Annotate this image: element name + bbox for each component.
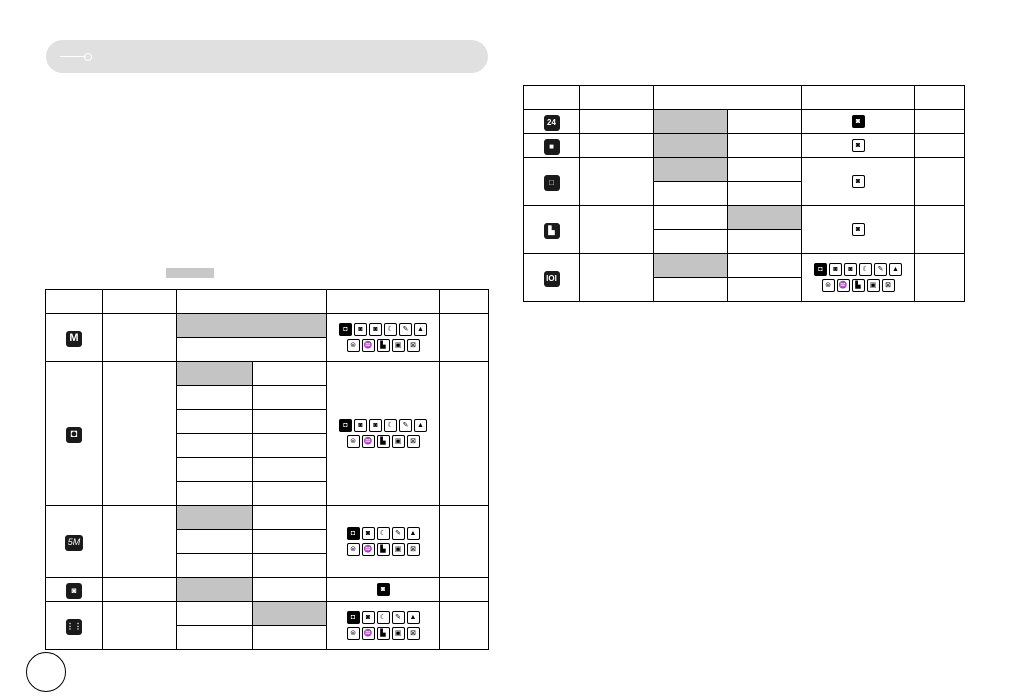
landscape-icon: ▲ [406, 611, 420, 624]
firework-icon: ▣ [391, 543, 405, 556]
square-mode-icon: ■ [543, 139, 560, 155]
table-row: ▙ ◙ [523, 205, 965, 254]
portrait-icon: ⊜ [346, 339, 360, 352]
camera-icon: ◘ [339, 323, 352, 336]
portrait-icon: ⊜ [821, 279, 835, 292]
table-row [523, 85, 965, 110]
night-icon: ☾ [384, 323, 397, 336]
pen-icon: ✎ [391, 611, 405, 624]
firework-icon: ▣ [391, 435, 405, 448]
table-row [524, 277, 965, 302]
beach-icon: ♒ [361, 339, 375, 352]
night-icon: ☾ [859, 263, 872, 276]
smart-camera-icon: ◙ [851, 222, 865, 236]
pen-icon: ✎ [399, 419, 412, 432]
camera-icon: ◘ [814, 263, 827, 276]
box-mode-icon: □ [543, 175, 560, 191]
landscape-icon: ▲ [414, 323, 427, 336]
portrait-icon: ⊜ [346, 435, 360, 448]
camera-icon: ◘ [339, 419, 352, 432]
pen-icon: ✎ [874, 263, 887, 276]
table-row: ■ ◙ [523, 133, 965, 158]
pen-icon: ✎ [391, 527, 405, 540]
scene-icons-cell: ◘◙☾✎▲ ⊜♒▙▣⊠ [326, 505, 440, 578]
scene-icons-cell: ◘◙◙☾✎▲ ⊜♒▙▣⊠ [326, 313, 440, 362]
camera-mode-icon: ◘ [66, 426, 82, 443]
table-row [46, 433, 489, 458]
camera-icon: ◘ [346, 611, 360, 624]
night-icon: ☾ [376, 527, 390, 540]
table-row [46, 529, 489, 554]
backlight-icon: ⊠ [406, 627, 420, 640]
scene-icons-cell: ◘◙◙☾✎▲ ⊜♒▙▣⊠ [801, 253, 915, 302]
table-row: □ ◙ [523, 157, 965, 206]
movie-icon: ◙ [376, 582, 390, 596]
table-row [46, 625, 489, 650]
header-line [60, 56, 86, 57]
portrait-icon: ⊜ [346, 627, 360, 640]
landscape-icon: ▲ [889, 263, 902, 276]
movie-icon: ◙ [369, 419, 382, 432]
beach-icon: ♒ [361, 543, 375, 556]
text-icon: ▙ [376, 435, 390, 448]
movie-icon: ◙ [369, 323, 382, 336]
table-row [45, 289, 489, 314]
table-row [46, 553, 489, 578]
smart-camera-icon: ◙ [354, 419, 367, 432]
text-icon: ▙ [376, 543, 390, 556]
night-icon: ☾ [384, 419, 397, 432]
right-table: 24 ◙ ■ ◙ □ ◙ ▙ ◙ IOI ◘◙◙☾✎▲ [523, 85, 965, 302]
landscape-icon: ▲ [406, 527, 420, 540]
backlight-icon: ⊠ [406, 543, 420, 556]
frame-24-icon: 24 [543, 115, 560, 131]
manual-mode-icon: M [66, 330, 82, 347]
section-header-bar [46, 40, 488, 73]
ioi-mode-icon: IOI [543, 271, 560, 287]
firework-icon: ▣ [866, 279, 880, 292]
smart-camera-icon: ◙ [354, 323, 367, 336]
smart-camera-icon: ◙ [851, 138, 865, 152]
backlight-icon: ⊠ [406, 435, 420, 448]
table-row: IOI ◘◙◙☾✎▲ ⊜♒▙▣⊠ [523, 253, 965, 302]
movie-icon: ◙ [844, 263, 857, 276]
size-5m-icon: 5M [65, 534, 83, 551]
beach-icon: ♒ [836, 279, 850, 292]
movie-mode-icon: ◙ [66, 583, 82, 599]
firework-icon: ▣ [391, 627, 405, 640]
smart-camera-icon: ◙ [851, 174, 865, 188]
beach-icon: ♒ [361, 627, 375, 640]
grid-mode-icon: ⋮⋮ [66, 619, 82, 635]
table-row [46, 481, 489, 506]
table-row: 5M ◘◙☾✎▲ ⊜♒▙▣⊠ [45, 505, 489, 578]
text-icon: ▙ [851, 279, 865, 292]
backlight-icon: ⊠ [881, 279, 895, 292]
smart-camera-icon: ◙ [829, 263, 842, 276]
table-row: M ◘◙◙☾✎▲ ⊜♒▙▣⊠ [45, 313, 489, 362]
table-row: ⋮⋮ ◘◙☾✎▲ ⊜♒▙▣⊠ [45, 601, 489, 650]
firework-icon: ▣ [391, 339, 405, 352]
night-icon: ☾ [376, 611, 390, 624]
pen-icon: ✎ [399, 323, 412, 336]
table-row [46, 457, 489, 482]
corner-mode-icon: ▙ [543, 223, 560, 239]
table-row: ◙ ◙ [45, 577, 489, 602]
table-row: 24 ◙ [523, 109, 965, 134]
text-icon: ▙ [376, 627, 390, 640]
smart-camera-icon: ◙ [361, 527, 375, 540]
text-icon: ▙ [376, 339, 390, 352]
scene-icons-cell: ◘◙◙☾✎▲ ⊜♒▙▣⊠ [326, 361, 440, 506]
table-row: ◘ ◘◙◙☾✎▲ ⊜♒▙▣⊠ [45, 361, 489, 506]
portrait-icon: ⊜ [346, 543, 360, 556]
beach-icon: ♒ [361, 435, 375, 448]
movie-icon: ◙ [851, 114, 865, 128]
smart-camera-icon: ◙ [361, 611, 375, 624]
left-table: M ◘◙◙☾✎▲ ⊜♒▙▣⊠ ◘ ◘◙◙☾✎▲ ⊜♒▙▣⊠ [45, 289, 489, 650]
landscape-icon: ▲ [414, 419, 427, 432]
highlight-marker [166, 268, 214, 278]
page-number-circle [26, 652, 66, 692]
backlight-icon: ⊠ [406, 339, 420, 352]
camera-icon: ◘ [346, 527, 360, 540]
header-dot [84, 53, 92, 61]
scene-icons-cell: ◘◙☾✎▲ ⊜♒▙▣⊠ [326, 601, 440, 650]
